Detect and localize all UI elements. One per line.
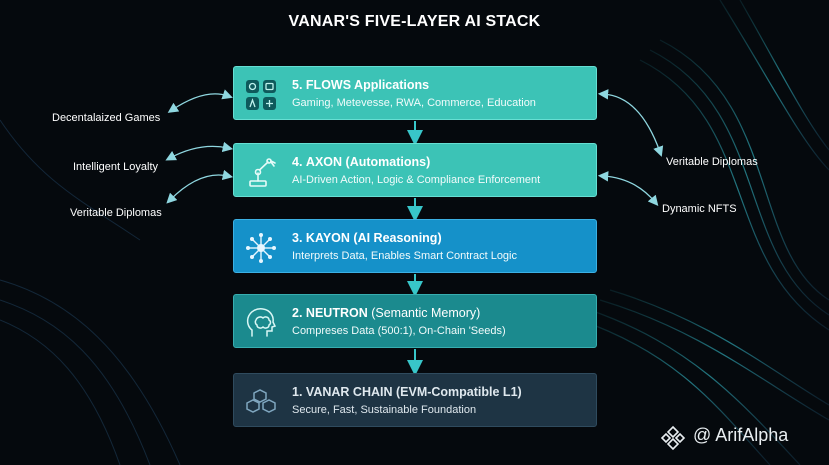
network-node-icon bbox=[246, 233, 276, 263]
arrow-left-games bbox=[167, 89, 233, 113]
layer-title: 4. AXON (Automations) bbox=[292, 155, 431, 169]
layer-title: 2. NEUTRON (Semantic Memory) bbox=[292, 306, 481, 320]
layer-description: Compreses Data (500:1), On-Chain 'Seeds) bbox=[292, 325, 506, 337]
layer-title: 1. VANAR CHAIN (EVM-Compatible L1) bbox=[292, 385, 522, 399]
layer-description: Secure, Fast, Sustainable Foundation bbox=[292, 404, 477, 416]
left-label-games: Decentalaized Games bbox=[52, 112, 161, 124]
layer-2-neutron: 2. NEUTRON (Semantic Memory) Compreses D… bbox=[233, 294, 597, 348]
left-label-loyalty: Intelligent Loyalty bbox=[73, 161, 158, 173]
robot-arm-icon bbox=[249, 158, 276, 187]
arrow-right-nfts bbox=[597, 171, 659, 206]
layer-description: Gaming, Metevesse, RWA, Commerce, Educat… bbox=[292, 97, 536, 109]
layer-1-vanar-chain: 1. VANAR CHAIN (EVM-Compatible L1) Secur… bbox=[233, 373, 597, 427]
arrow-left-diplomas bbox=[166, 169, 234, 204]
layer-title: 5. FLOWS Applications bbox=[292, 78, 430, 92]
brain-head-icon bbox=[246, 308, 277, 337]
left-label-diplomas: Veritable Diplomas bbox=[70, 207, 162, 219]
layer-title: 3. KAYON (AI Reasoning) bbox=[292, 231, 442, 245]
right-label-nfts: Dynamic NFTS bbox=[662, 203, 737, 215]
diagram-title: VANAR'S FIVE-LAYER AI STACK bbox=[288, 13, 541, 30]
layer-description: AI-Driven Action, Logic & Compliance Enf… bbox=[292, 174, 541, 186]
arrow-left-loyalty bbox=[165, 141, 234, 161]
watermark-text: @ ArifAlpha bbox=[693, 425, 789, 445]
binance-logo-icon bbox=[660, 425, 686, 451]
layer-description: Interprets Data, Enables Smart Contract … bbox=[292, 250, 517, 262]
arrow-right-diplomas bbox=[597, 89, 664, 157]
app-grid-icon bbox=[246, 80, 276, 110]
layer-5-flows: 5. FLOWS Applications Gaming, Metevesse,… bbox=[233, 66, 597, 120]
layer-3-kayon: 3. KAYON (AI Reasoning) Interprets Data,… bbox=[233, 219, 597, 273]
blockchain-cubes-icon bbox=[246, 389, 276, 413]
right-label-diplomas: Veritable Diplomas bbox=[666, 156, 758, 168]
layer-4-axon: 4. AXON (Automations) AI-Driven Action, … bbox=[233, 143, 597, 197]
